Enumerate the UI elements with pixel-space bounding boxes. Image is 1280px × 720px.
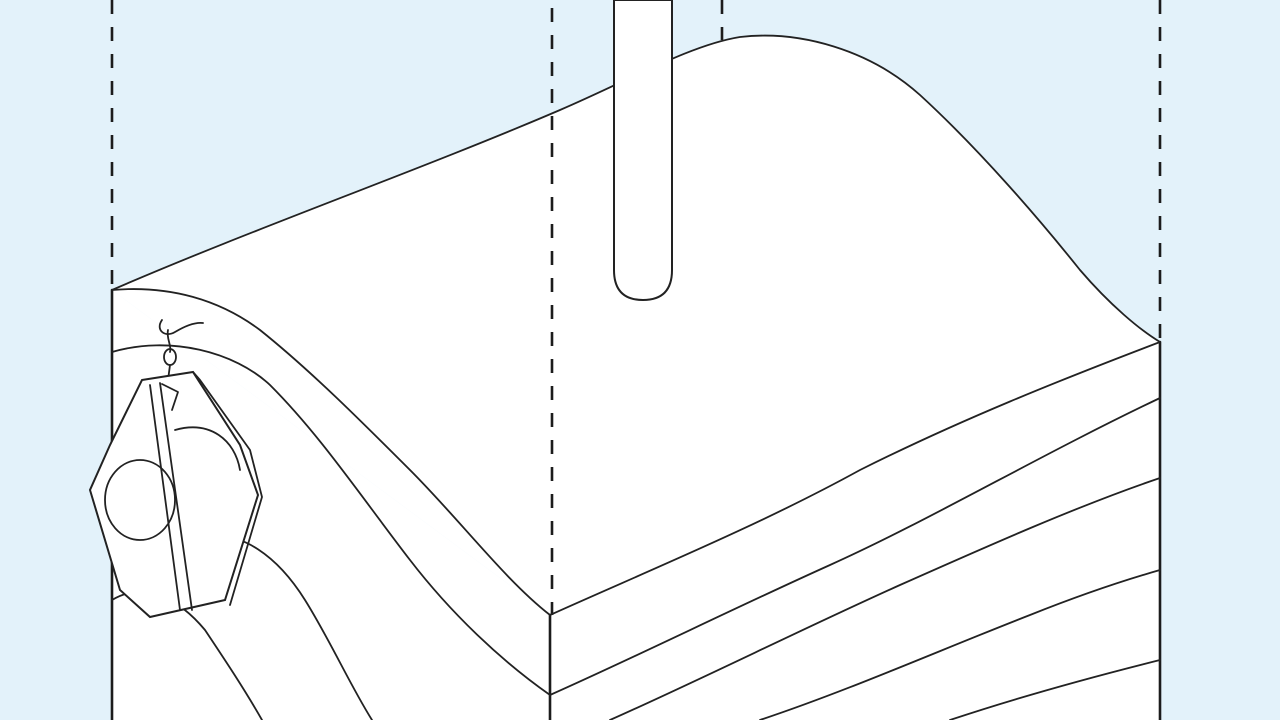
probe-rod-icon <box>614 0 672 300</box>
